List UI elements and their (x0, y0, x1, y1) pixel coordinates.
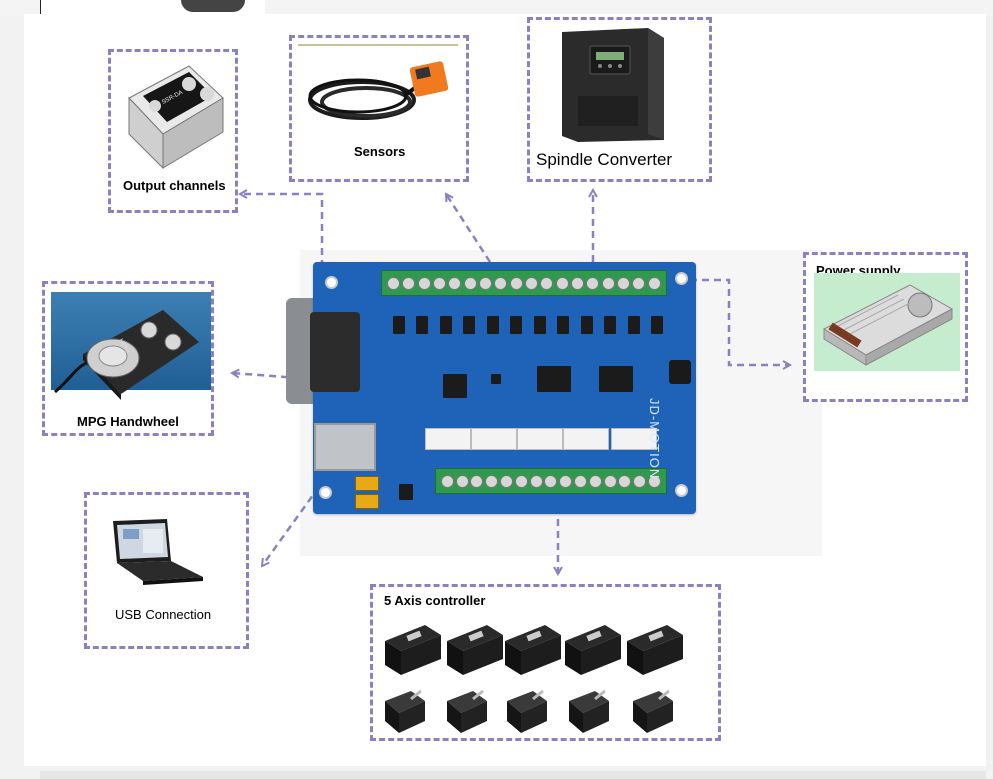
mounting-hole (675, 484, 688, 497)
axis-controller-box: 5 Axis controller (370, 584, 721, 741)
mpg-handwheel-box: HEYJ MPG Handwheel (42, 281, 214, 436)
electrolytic-capacitor (669, 360, 691, 384)
proximity-sensor-icon (308, 61, 449, 120)
bottom-scroll-bar (40, 771, 986, 779)
motion-controller-board (313, 262, 696, 514)
tantalum-capacitor (355, 476, 379, 491)
axis-header-connector (611, 428, 657, 450)
output-channels-label: Output channels (123, 178, 226, 193)
mounting-hole (325, 276, 338, 289)
board-brand-label: JD-MOTION (647, 398, 662, 480)
axis-header-connector (425, 428, 471, 450)
spindle-converter-label: Spindle Converter (536, 150, 673, 169)
power-supply-unit-icon (822, 284, 954, 366)
small-chip (491, 374, 501, 384)
mounting-hole (675, 272, 688, 285)
usb-connection-box: USB Connection (84, 492, 249, 649)
driver-ic (537, 366, 571, 392)
stepper-motor-icons (385, 689, 673, 733)
axis-header-connector (517, 428, 563, 450)
sensors-label: Sensors (354, 144, 406, 159)
top-image-fragment (40, 0, 265, 17)
top-terminal-block (381, 270, 667, 296)
regulator-chip (399, 484, 413, 500)
sensors-box: Sensors (289, 35, 469, 182)
driver-ic (599, 366, 633, 392)
power-supply-box: Power supply (803, 252, 968, 402)
tantalum-capacitor (355, 494, 379, 509)
axis-header-connector (563, 428, 609, 450)
mounting-hole (319, 486, 332, 499)
mpg-handwheel-label: MPG Handwheel (77, 414, 179, 429)
spindle-converter-box: Spindle Converter (527, 17, 712, 182)
usb-connection-label: USB Connection (115, 607, 212, 622)
sensor-image-topline (298, 44, 458, 46)
axis-controller-label: 5 Axis controller (384, 593, 486, 608)
axis-header-connector (471, 428, 517, 450)
handwheel-pendant-icon: HEYJ (54, 310, 199, 400)
stepper-driver-icons (385, 625, 683, 675)
output-channels-box: SSR-DA Output channels (108, 49, 238, 213)
microcontroller-chip (443, 374, 467, 398)
solid-state-relay-icon: SSR-DA (128, 65, 224, 170)
db9-connector-face (310, 312, 360, 392)
laptop-icon (113, 519, 203, 585)
usb-b-port (314, 423, 376, 471)
vfd-inverter-icon (562, 28, 664, 142)
drivers-and-motors-icon (385, 625, 683, 733)
optocoupler-row (393, 316, 663, 336)
bottom-terminal-block (435, 468, 667, 494)
